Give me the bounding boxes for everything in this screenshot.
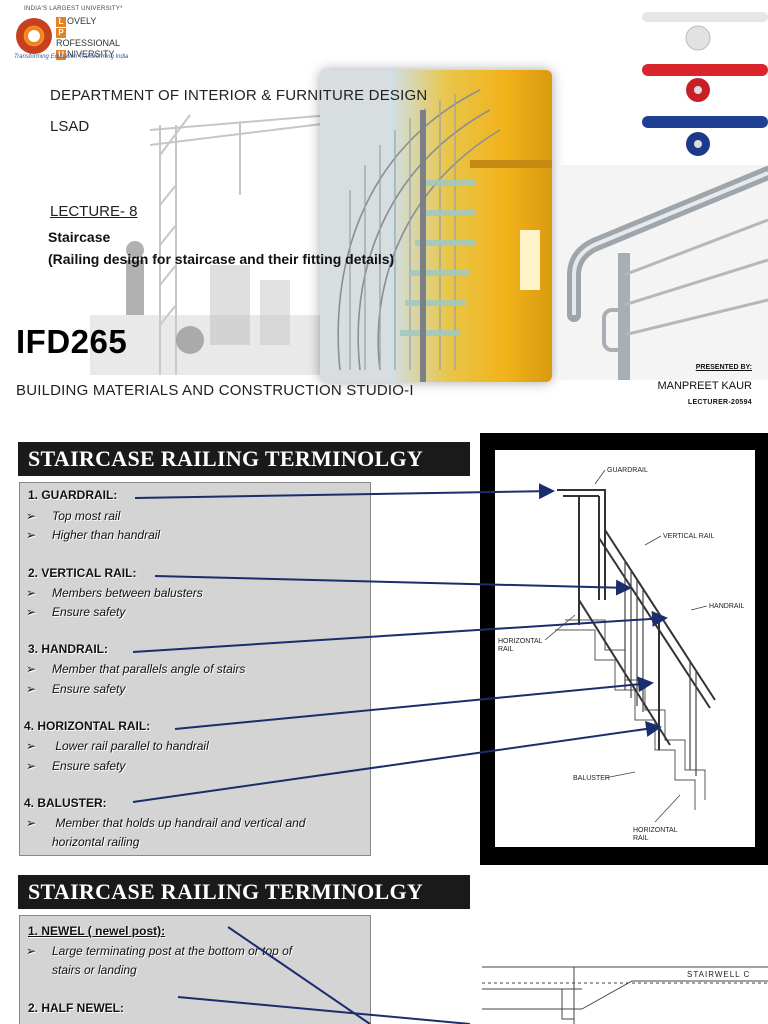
label-horizontal-rail-left-2: RAIL (498, 646, 514, 653)
logo-top-line: INDIA'S LARGEST UNIVERSITY* (24, 6, 123, 12)
term-bullet: ➢Large terminating post at the bottom or… (26, 944, 293, 958)
label-vertical-rail: VERTICAL RAIL (663, 533, 714, 540)
label-horizontal-rail-bottom: HORIZONTAL (633, 827, 678, 834)
label-handrail: HANDRAIL (709, 603, 745, 610)
term-heading: 2. VERTICAL RAIL: (28, 566, 137, 580)
arrow-bullet-icon: ➢ (26, 509, 37, 523)
course-name: BUILDING MATERIALS AND CONSTRUCTION STUD… (16, 382, 414, 399)
arrow-bullet-icon: ➢ (26, 586, 37, 600)
term-heading: 4. HORIZONTAL RAIL: (24, 719, 151, 733)
arrow-bullet-icon: ➢ (26, 528, 37, 542)
stairwell-drawing: STAIRWELL C (482, 959, 768, 1024)
topic-subtitle: (Railing design for staircase and their … (48, 251, 395, 267)
term-bullet: ➢Member that parallels angle of stairs (26, 662, 246, 676)
term-heading: 3. HANDRAIL: (28, 642, 108, 656)
presenter-role: LECTURER-20594 (687, 399, 752, 406)
arrow-bullet-icon: ➢ (26, 605, 37, 619)
term-bullet: ➢Higher than handrail (26, 528, 161, 542)
slide-title: STAIRCASE RAILING TERMINOLGY (18, 875, 470, 909)
school-name: LSAD (50, 118, 90, 135)
term-heading: 4. BALUSTER: (24, 796, 107, 810)
term-bullet: ➢Ensure safety (26, 605, 126, 619)
arrow-newel (227, 926, 371, 1024)
terminology-arrows (177, 926, 471, 1024)
railing-terminology-drawing: GUARDRAIL VERTICAL RAIL HANDRAIL HORIZON… (495, 450, 755, 847)
colored-rail-photo (636, 0, 768, 160)
arrow-half-newel (177, 996, 471, 1024)
term-bullet: ➢Members between balusters (26, 586, 203, 600)
arrow-bullet-icon: ➢ (26, 662, 37, 676)
department-name: DEPARTMENT OF INTERIOR & FURNITURE DESIG… (50, 87, 428, 104)
term-bullet: ➢ Member that holds up handrail and vert… (26, 816, 306, 830)
presented-by-label: PRESENTED BY: (695, 364, 752, 371)
arrow-horizontal-rail (174, 676, 654, 730)
terminology-slide-2: STAIRCASE RAILING TERMINOLGY 1. NEWEL ( … (0, 867, 768, 1024)
arrow-guardrail (134, 483, 555, 500)
steel-handrail-photo (560, 165, 768, 380)
label-guardrail: GUARDRAIL (607, 467, 648, 474)
term-bullet: ➢Ensure safety (26, 682, 126, 696)
terminology-list (19, 915, 371, 1024)
arrow-bullet-icon: ➢ (26, 759, 37, 773)
term-bullet: ➢ Lower rail parallel to handrail (26, 739, 209, 753)
label-baluster: BALUSTER (573, 775, 610, 782)
terminology-slide-1: STAIRCASE RAILING TERMINOLGY 1. GUARDRAI… (0, 430, 768, 867)
term-heading: 1. GUARDRAIL: (28, 488, 118, 502)
label-horizontal-rail-left: HORIZONTAL (498, 638, 543, 645)
arrow-handrail (132, 610, 668, 653)
arrow-bullet-icon: ➢ (26, 816, 37, 830)
spiral-staircase-illustration (320, 70, 552, 382)
construction-background-image (90, 114, 350, 375)
lecture-number: LECTURE- 8 (50, 203, 138, 220)
presenter-name: MANPREET KAUR (657, 380, 752, 392)
label-horizontal-rail-bottom-2: RAIL (633, 835, 649, 842)
term-bullet-continuation: horizontal railing (52, 835, 140, 849)
arrow-bullet-icon: ➢ (26, 739, 37, 753)
topic-title: Staircase (48, 229, 111, 245)
logo-tagline: Transforming Education Transforming Indi… (14, 54, 129, 60)
course-code: IFD265 (16, 323, 128, 360)
term-bullet: ➢Ensure safety (26, 759, 126, 773)
terminology-arrows (132, 483, 668, 803)
logo-emblem-icon (16, 18, 52, 54)
arrow-vertical-rail (154, 575, 632, 596)
term-heading: 2. HALF NEWEL: (28, 1001, 124, 1015)
term-bullet-continuation: stairs or landing (52, 963, 137, 977)
arrow-bullet-icon: ➢ (26, 682, 37, 696)
arrow-baluster (132, 721, 662, 803)
label-stairwell: STAIRWELL C (687, 970, 750, 979)
term-bullet: ➢Top most rail (26, 509, 121, 523)
spiral-staircase-photo (320, 70, 552, 382)
slide-title: STAIRCASE RAILING TERMINOLGY (18, 442, 470, 476)
arrow-bullet-icon: ➢ (26, 944, 37, 958)
term-heading: 1. NEWEL ( newel post): (28, 924, 166, 938)
